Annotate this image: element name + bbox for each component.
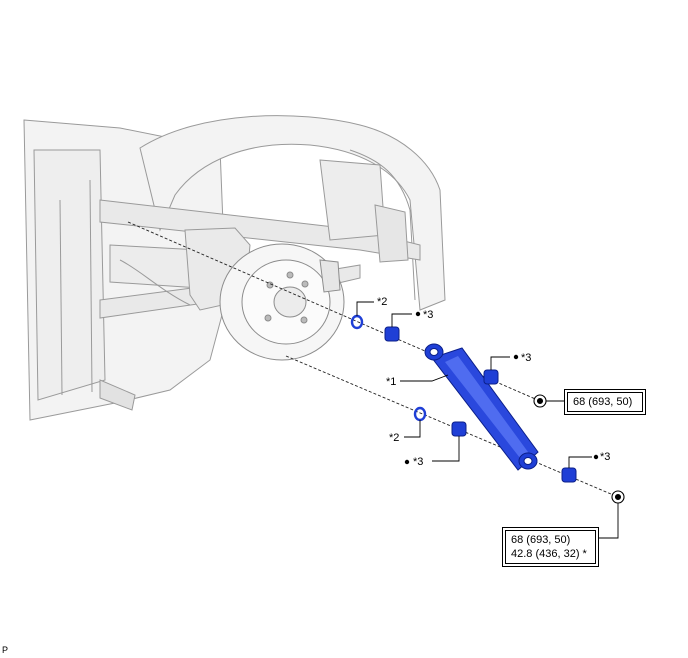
- callout-cushion-lower-outer: *3: [600, 451, 610, 463]
- cushion-upper-inner: [384, 326, 400, 342]
- bullet-icon: [404, 459, 410, 465]
- callout-cushion-upper-inner: *3: [423, 309, 433, 321]
- cushion-retainer-lower: [413, 406, 427, 422]
- callout-cushion-lower-inner: *3: [413, 456, 423, 468]
- cushion-retainer-upper: [350, 314, 364, 330]
- bullet-dots: [404, 311, 599, 465]
- bullet-icon: [593, 454, 599, 460]
- vehicle-body-illustration: [23, 115, 446, 421]
- torque-spec-lower: 68 (693, 50) 42.8 (436, 32) *: [502, 527, 599, 567]
- callout-cushion-retainer-lower: *2: [389, 432, 399, 444]
- brake-disc-hub: [219, 243, 345, 361]
- cushion-upper-outer: [483, 369, 499, 385]
- cushion-lower-outer: [561, 467, 577, 483]
- leader-lines: [356, 301, 619, 539]
- page-id-label: P: [2, 645, 9, 655]
- torque-value: 68 (693, 50): [511, 534, 571, 546]
- shock-absorber: [424, 343, 539, 471]
- bullet-icon: [513, 354, 519, 360]
- torque-spec-upper: 68 (693, 50): [564, 389, 646, 415]
- callout-cushion-upper-outer: *3: [521, 352, 531, 364]
- bullet-icon: [415, 311, 421, 317]
- callout-shock-absorber: *1: [386, 376, 396, 388]
- cushion-lower-inner: [451, 421, 467, 437]
- callout-cushion-retainer-upper: *2: [377, 296, 387, 308]
- torque-value: 68 (693, 50): [573, 396, 633, 408]
- torque-value-alt: 42.8 (436, 32) *: [511, 548, 587, 560]
